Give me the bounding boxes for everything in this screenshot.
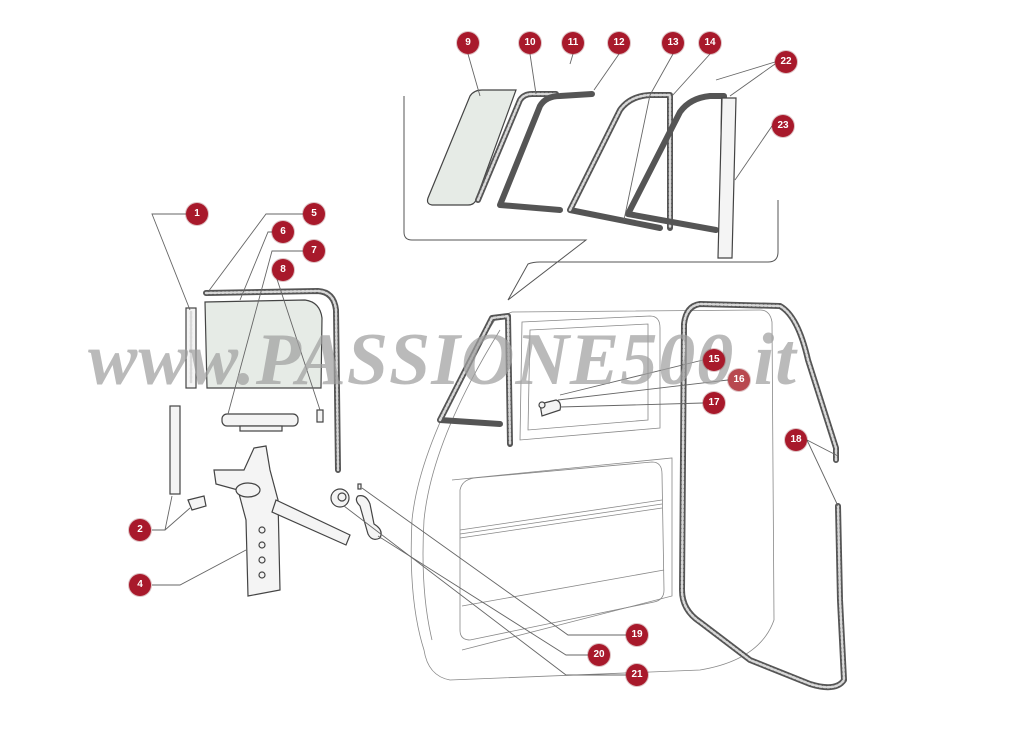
callout-badge-7: 7 (303, 240, 325, 262)
part-4-window-regulator (213, 445, 281, 597)
callout-badge-2: 2 (129, 519, 151, 541)
callout-badge-13: 13 (662, 32, 684, 54)
leader-lines (151, 53, 839, 676)
part-2-rear-guide (169, 405, 181, 495)
part-2-clip (187, 495, 207, 511)
callout-badge-5: 5 (303, 203, 325, 225)
callout-badge-22: 22 (775, 51, 797, 73)
callout-badge-12: 12 (608, 32, 630, 54)
door-window-opening (519, 315, 661, 441)
callout-badge-23: 23 (772, 115, 794, 137)
callout-badge-15: 15 (703, 349, 725, 371)
callout-badge-10: 10 (519, 32, 541, 54)
callout-badge-14: 14 (699, 32, 721, 54)
part-19-pin (357, 483, 362, 490)
part-9-vent-glass (426, 89, 517, 206)
door-shell (410, 309, 775, 681)
callout-badge-11: 11 (562, 32, 584, 54)
callout-badge-9: 9 (457, 32, 479, 54)
part-8-channel-screw (316, 409, 324, 423)
callout-badge-1: 1 (186, 203, 208, 225)
part-20-crank-handle (355, 495, 382, 540)
part-23-vent-guide-channel (717, 97, 737, 259)
callout-badge-17: 17 (703, 392, 725, 414)
part-12-vent-frame (497, 91, 595, 213)
callout-badge-16: 16 (728, 369, 750, 391)
door-trim-panel (459, 461, 665, 641)
callout-badge-8: 8 (272, 259, 294, 281)
part-14-vent-window-frame (625, 93, 727, 247)
callout-badge-18: 18 (785, 429, 807, 451)
callout-badge-19: 19 (626, 624, 648, 646)
part-6-door-glass (204, 299, 323, 389)
callout-badge-6: 6 (272, 221, 294, 243)
callout-badge-4: 4 (129, 574, 151, 596)
callout-badge-20: 20 (588, 644, 610, 666)
inset-frame (403, 96, 779, 301)
part-7-lower-channel (221, 413, 299, 427)
callout-badge-21: 21 (626, 664, 648, 686)
